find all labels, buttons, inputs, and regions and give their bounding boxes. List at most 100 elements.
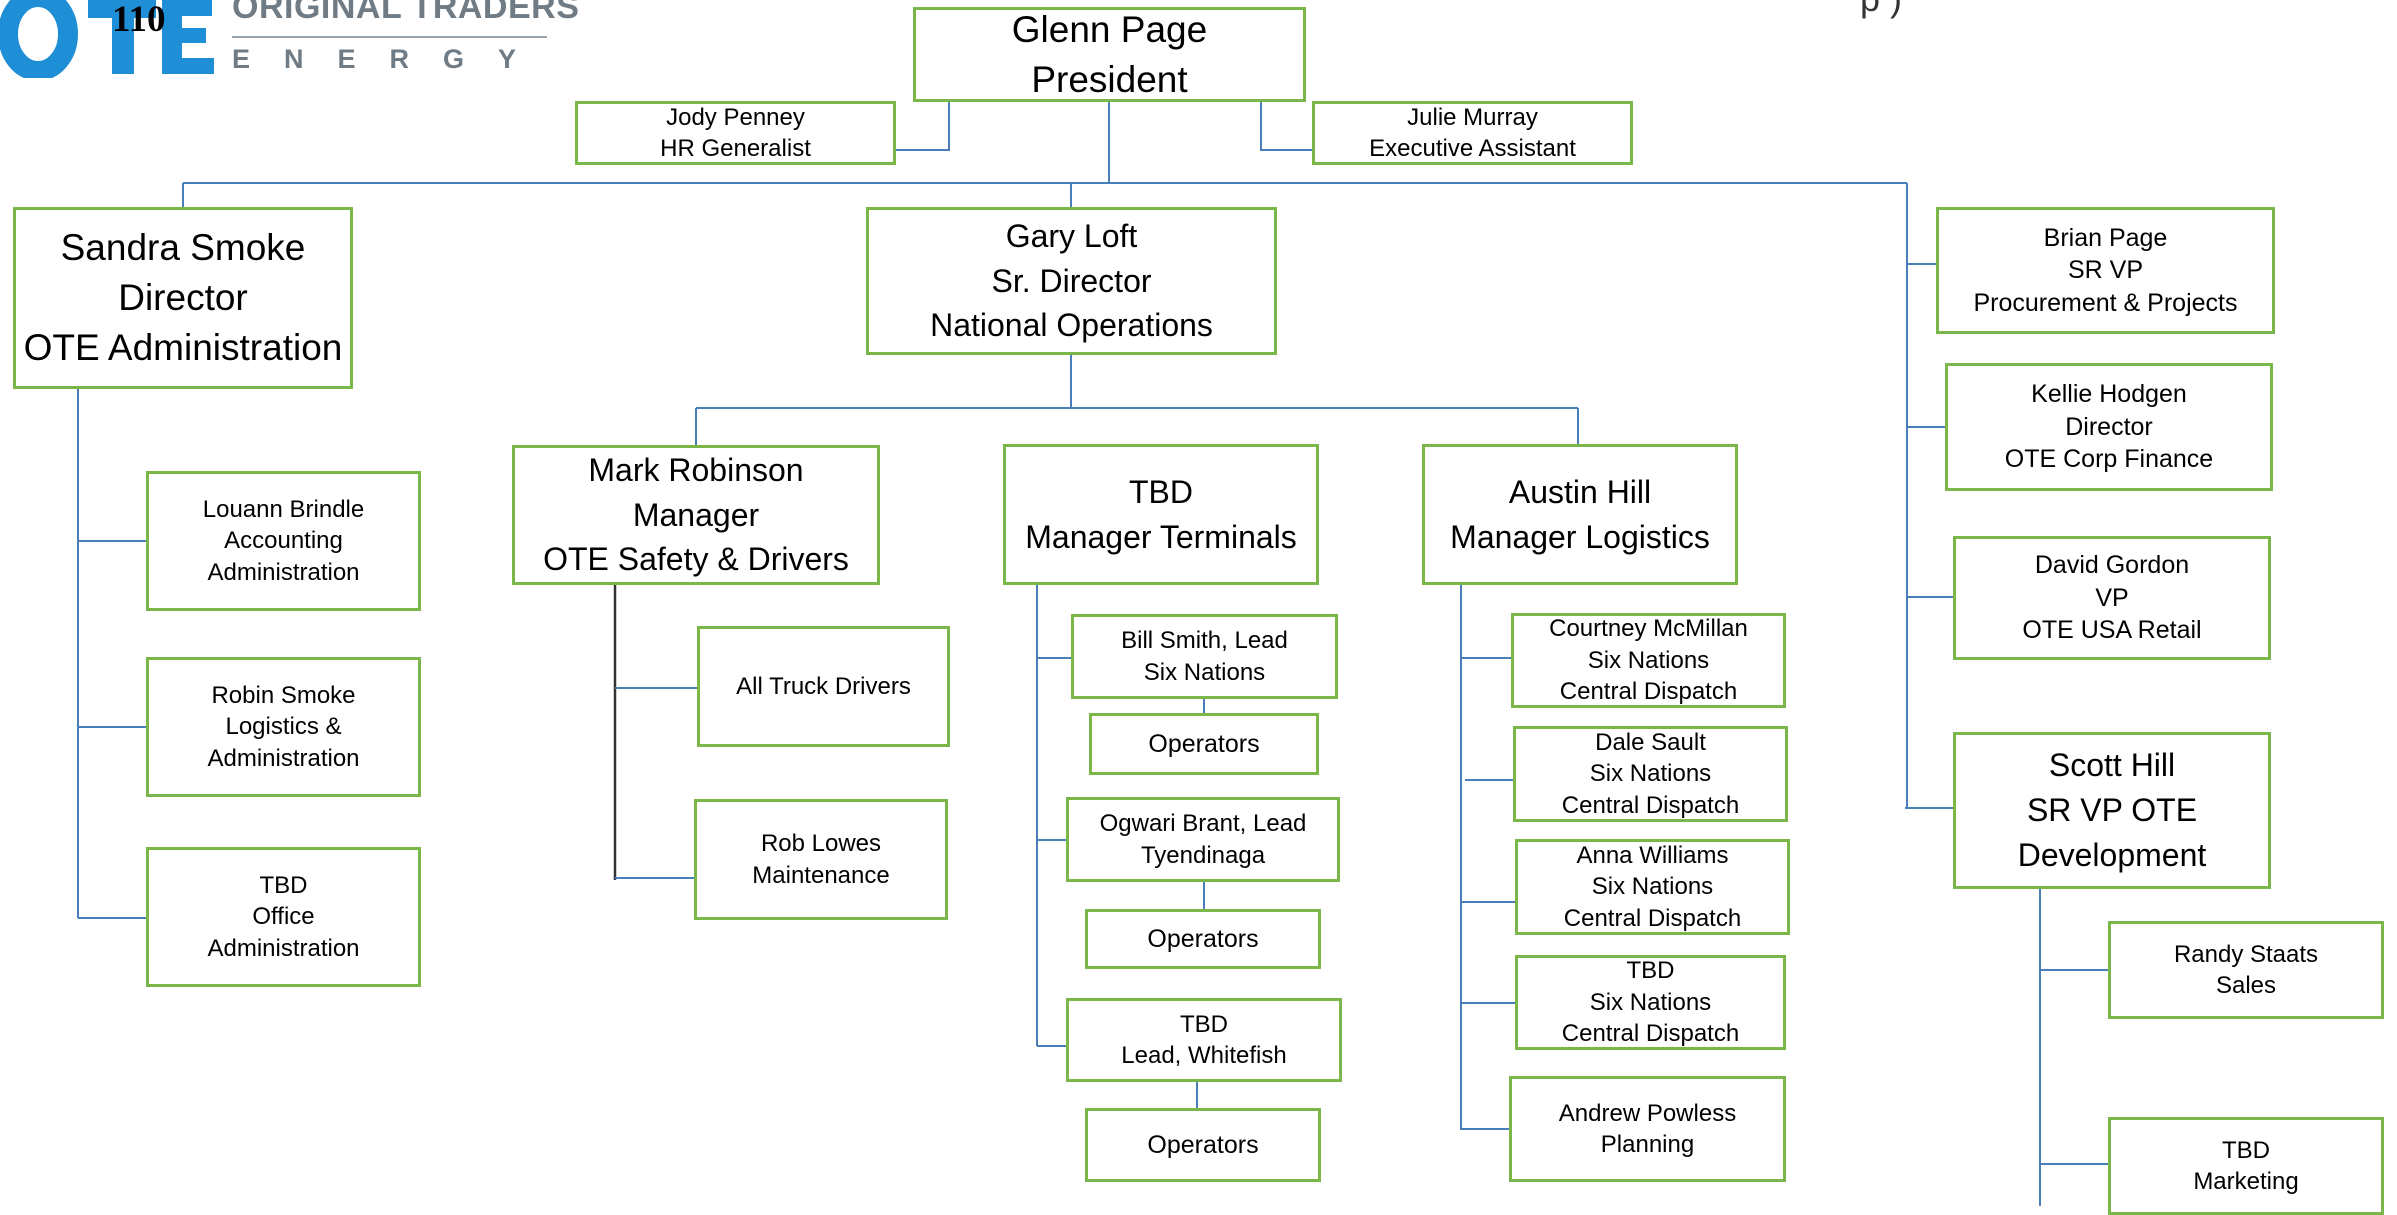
person-name: Gary Loft — [1005, 217, 1138, 254]
person-name: Courtney McMillan — [1549, 615, 1748, 642]
org-box-development-vp: Scott Hill SR VP OTE Development — [1953, 732, 2271, 889]
person-location: Lead, Whitefish — [1121, 1042, 1287, 1069]
person-title: Central Dispatch — [1559, 678, 1738, 706]
org-box-safety-manager: Mark Robinson Manager OTE Safety & Drive… — [512, 445, 880, 585]
org-box-hr-generalist: Jody Penney HR Generalist — [575, 101, 896, 165]
person-name: Andrew Powless — [1558, 1099, 1737, 1127]
person-name: TBD — [259, 872, 308, 900]
org-box-development-sales: Randy Staats Sales — [2108, 921, 2384, 1019]
org-box-truck-drivers: All Truck Drivers — [697, 626, 950, 747]
org-box-terminal-operators-3: Operators — [1085, 1108, 1321, 1182]
person-department: OTE Administration — [23, 326, 343, 368]
person-name: Ogwari Brant, Lead — [1099, 810, 1307, 838]
person-location: Tyendinaga — [1140, 841, 1266, 869]
org-box-ops-director: Gary Loft Sr. Director National Operatio… — [866, 207, 1277, 355]
person-name: Rob Lowes — [760, 830, 882, 858]
org-box-terminal-operators-2: Operators — [1085, 909, 1321, 969]
person-department: Development — [2017, 836, 2207, 873]
team-name: Operators — [1147, 924, 1259, 953]
person-title: Central Dispatch — [1561, 791, 1740, 819]
person-department: Procurement & Projects — [1973, 288, 2238, 317]
person-department: Administration — [207, 558, 360, 586]
person-name: Mark Robinson — [588, 451, 804, 488]
person-title: Executive Assistant — [1369, 135, 1576, 162]
logo-company-subtitle: ENERGY — [232, 44, 551, 74]
person-title: President — [1031, 58, 1188, 100]
person-title: Central Dispatch — [1563, 904, 1742, 932]
org-box-logistics-report-3: Anna Williams Six Nations Central Dispat… — [1515, 839, 1790, 935]
person-name: Dale Sault — [1595, 728, 1706, 756]
person-name: Scott Hill — [2048, 747, 2176, 784]
team-name: Operators — [1147, 1130, 1259, 1159]
org-box-corp-finance-director: Kellie Hodgen Director OTE Corp Finance — [1945, 363, 2273, 491]
person-name: Brian Page — [2043, 223, 2168, 252]
org-box-admin-report-2: Robin Smoke Logistics & Administration — [146, 657, 421, 797]
person-title: Marketing — [2193, 1168, 2299, 1195]
org-box-admin-report-3: TBD Office Administration — [146, 847, 421, 987]
ote-logo-mark — [0, 0, 214, 81]
org-box-usa-retail-vp: David Gordon VP OTE USA Retail — [1953, 536, 2271, 660]
person-title: VP — [2095, 583, 2129, 612]
person-name: TBD — [1180, 1010, 1228, 1038]
org-box-terminal-operators-1: Operators — [1089, 713, 1319, 775]
person-name: Sandra Smoke — [60, 227, 306, 269]
person-title: Manager — [632, 496, 760, 533]
team-name: All Truck Drivers — [736, 672, 911, 700]
org-box-admin-director: Sandra Smoke Director OTE Administration — [13, 207, 353, 389]
org-box-terminals-manager: TBD Manager Terminals — [1003, 444, 1319, 585]
person-name: TBD — [1129, 473, 1193, 510]
person-name: Robin Smoke — [211, 682, 356, 710]
person-name: TBD — [2222, 1136, 2270, 1164]
org-box-terminal-lead-1: Bill Smith, Lead Six Nations — [1071, 614, 1338, 699]
person-name: Randy Staats — [2173, 940, 2319, 968]
person-department: Administration — [207, 744, 360, 772]
person-title: Accounting — [224, 527, 343, 555]
person-title: Planning — [1600, 1131, 1695, 1158]
person-title: Logistics & — [225, 713, 342, 741]
person-title: SR VP OTE — [2026, 792, 2198, 829]
person-title: Office — [252, 903, 315, 931]
org-box-logistics-report-5: Andrew Powless Planning — [1509, 1076, 1786, 1182]
person-name: Jody Penney — [666, 103, 805, 131]
person-title: Manager Terminals — [1025, 518, 1297, 555]
org-box-logistics-report-2: Dale Sault Six Nations Central Dispatch — [1513, 726, 1788, 822]
person-name: Louann Brindle — [202, 496, 365, 524]
person-title: HR Generalist — [660, 135, 811, 162]
logo-company-name: ORIGINAL TRADERS — [232, 0, 580, 26]
person-title: Maintenance — [752, 861, 890, 889]
person-title: Director — [2065, 412, 2153, 441]
org-box-terminal-lead-3: TBD Lead, Whitefish — [1066, 998, 1342, 1082]
person-name: Glenn Page — [1011, 8, 1208, 50]
logo-divider — [232, 36, 547, 38]
person-title: Central Dispatch — [1561, 1020, 1740, 1048]
person-department: National Operations — [930, 307, 1213, 344]
person-title: Sr. Director — [991, 262, 1152, 299]
person-location: Six Nations — [1143, 658, 1266, 686]
org-box-logistics-report-1: Courtney McMillan Six Nations Central Di… — [1511, 613, 1786, 708]
person-department: Administration — [207, 934, 360, 962]
person-location: Six Nations — [1591, 873, 1714, 901]
person-department: OTE Corp Finance — [2004, 445, 2214, 474]
team-name: Operators — [1148, 729, 1260, 758]
person-title: Manager Logistics — [1450, 518, 1710, 555]
person-name: TBD — [1626, 957, 1675, 984]
person-name: Austin Hill — [1508, 473, 1652, 510]
person-title: SR VP — [2067, 256, 2144, 285]
org-box-logistics-report-4: TBD Six Nations Central Dispatch — [1515, 955, 1786, 1050]
person-name: Julie Murray — [1407, 103, 1538, 131]
person-location: Six Nations — [1589, 760, 1712, 788]
person-name: Anna Williams — [1576, 841, 1729, 869]
person-name: David Gordon — [2034, 551, 2190, 580]
connector-president-ea — [1260, 102, 1314, 151]
person-title: Sales — [2215, 972, 2277, 999]
org-box-procurement-vp: Brian Page SR VP Procurement & Projects — [1936, 207, 2275, 334]
person-name: Kellie Hodgen — [2031, 380, 2187, 409]
org-box-maintenance: Rob Lowes Maintenance — [694, 799, 948, 920]
person-department: OTE Safety & Drivers — [543, 541, 849, 578]
org-box-admin-report-1: Louann Brindle Accounting Administration — [146, 471, 421, 611]
person-title: Director — [118, 277, 248, 319]
person-name: Bill Smith, Lead — [1121, 627, 1288, 655]
connector-president-hr — [895, 102, 950, 151]
person-location: Six Nations — [1589, 988, 1712, 1016]
